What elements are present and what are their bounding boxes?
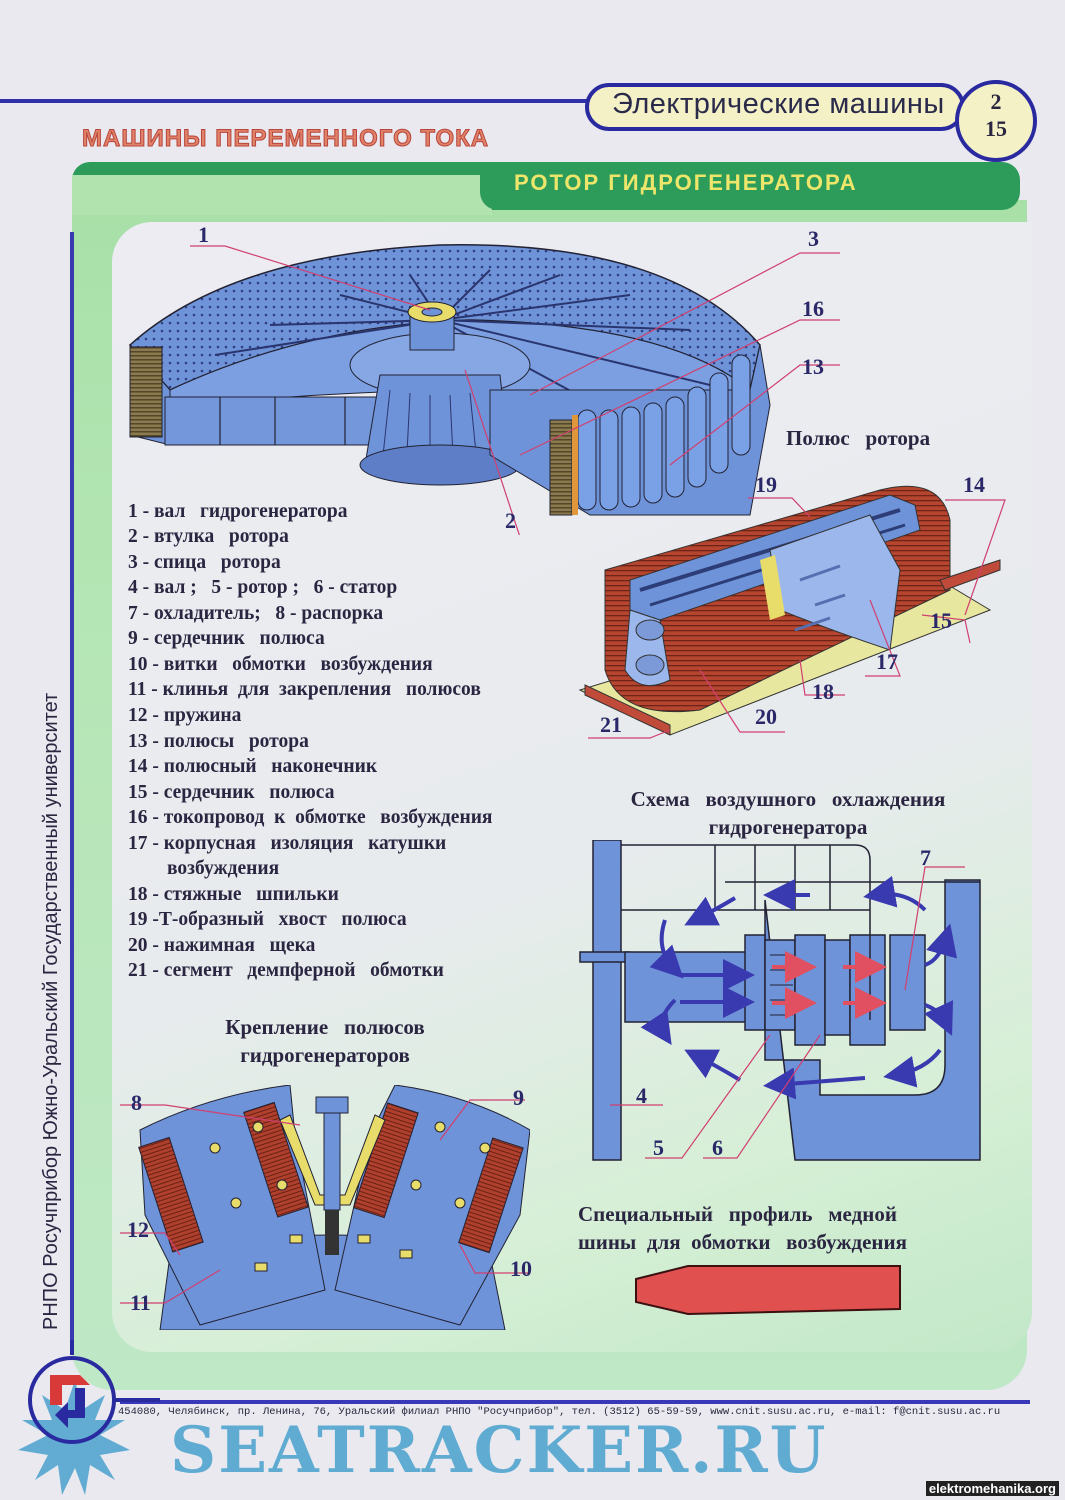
legend-item: 1 - вал гидрогенератора [128,501,348,522]
callout-16: 16 [802,296,824,321]
callout-3: 3 [808,226,819,251]
callout-9: 9 [513,1085,524,1110]
rotor-illustration [128,244,840,535]
callout-18: 18 [812,679,834,704]
callout-20: 20 [755,704,777,729]
legend-item: 10 - витки обмотки возбуждения [128,654,433,675]
publisher-logo [18,1340,160,1495]
pole-title: Полюс ротора [786,426,931,450]
page-number-badge [955,80,1037,162]
pole-illustration [578,485,1006,739]
callout-6: 6 [712,1135,723,1160]
legend-item: 16 - токопровод к обмотке возбуждения [128,807,493,828]
side-rule [70,232,74,1342]
section-title: МАШИНЫ ПЕРЕМЕННОГО ТОКА [81,125,490,153]
page-section: 2 [990,89,1002,114]
callout-12: 12 [127,1217,149,1242]
header-rule [0,99,595,103]
callout-17: 17 [876,649,898,674]
callout-19: 19 [755,472,777,497]
watermark-text: SEATRACKER.RU [170,1413,828,1488]
callout-15: 15 [930,608,952,633]
legend-item: 17 - корпусная изоляция катушки [128,833,447,854]
legend-item: 9 - сердечник полюса [128,628,325,649]
callout-2: 2 [505,508,516,533]
subject-pill [585,83,965,131]
callout-13: 13 [802,354,824,379]
callout-21: 21 [600,712,622,737]
legend-item: 21 - сегмент демпферной обмотки [128,960,444,981]
legend-item: 20 - нажимная щека [128,935,316,956]
legend-item: возбуждения [128,858,280,879]
page-index: 15 [985,116,1007,141]
legend-item: 3 - спица ротора [128,552,281,573]
callout-4: 4 [636,1083,647,1108]
legend-item: 14 - полюсный наконечник [128,756,378,777]
banner-title: РОТОР ГИДРОГЕНЕРАТОРА [514,170,858,195]
legend-item: 11 - клинья для закрепления полюсов [128,679,481,700]
footer-rule [120,1400,1030,1404]
callout-10: 10 [510,1256,532,1281]
busbar-profile-shape [635,1265,901,1316]
profile-title: Специальный профиль медной шины для обмо… [578,1202,907,1254]
legend-item: 7 - охладитель; 8 - распорка [128,603,384,624]
callout-7: 7 [920,845,931,870]
mounting-title: Крепление полюсов гидрогенераторов [225,1015,425,1067]
legend-item: 18 - стяжные шпильки [128,884,339,905]
legend-item: 2 - втулка ротора [128,526,289,547]
callout-14: 14 [963,472,985,497]
legend-item: 19 -Т-образный хвост полюса [128,909,407,930]
legend-item: 12 - пружина [128,705,242,726]
cooling-diagram [579,840,981,1161]
callout-8: 8 [131,1090,142,1115]
legend-item: 13 - полюсы ротора [128,731,309,752]
pole-mounting-diagram [120,1085,530,1330]
side-publisher-text: РНПО Росучприбор Южно-Уральский Государс… [40,692,62,1330]
legend-item: 15 - сердечник полюса [128,782,335,803]
cooling-title: Схема воздушного охлаждения гидрогенерат… [630,787,946,839]
legend-item: 4 - вал ; 5 - ротор ; 6 - статор [128,577,398,598]
subject-title: Электрические машины [612,88,945,120]
callout-1: 1 [198,222,209,247]
callout-11: 11 [130,1290,151,1315]
site-credit: elektromehanika.org [925,1481,1059,1496]
page-number: 2 15 [960,88,1032,142]
footer-address: 454080, Челябинск, пр. Ленина, 76, Ураль… [118,1406,1001,1418]
callout-5: 5 [653,1135,664,1160]
banner-title-box [480,162,1020,210]
banner-light-area [72,175,492,215]
